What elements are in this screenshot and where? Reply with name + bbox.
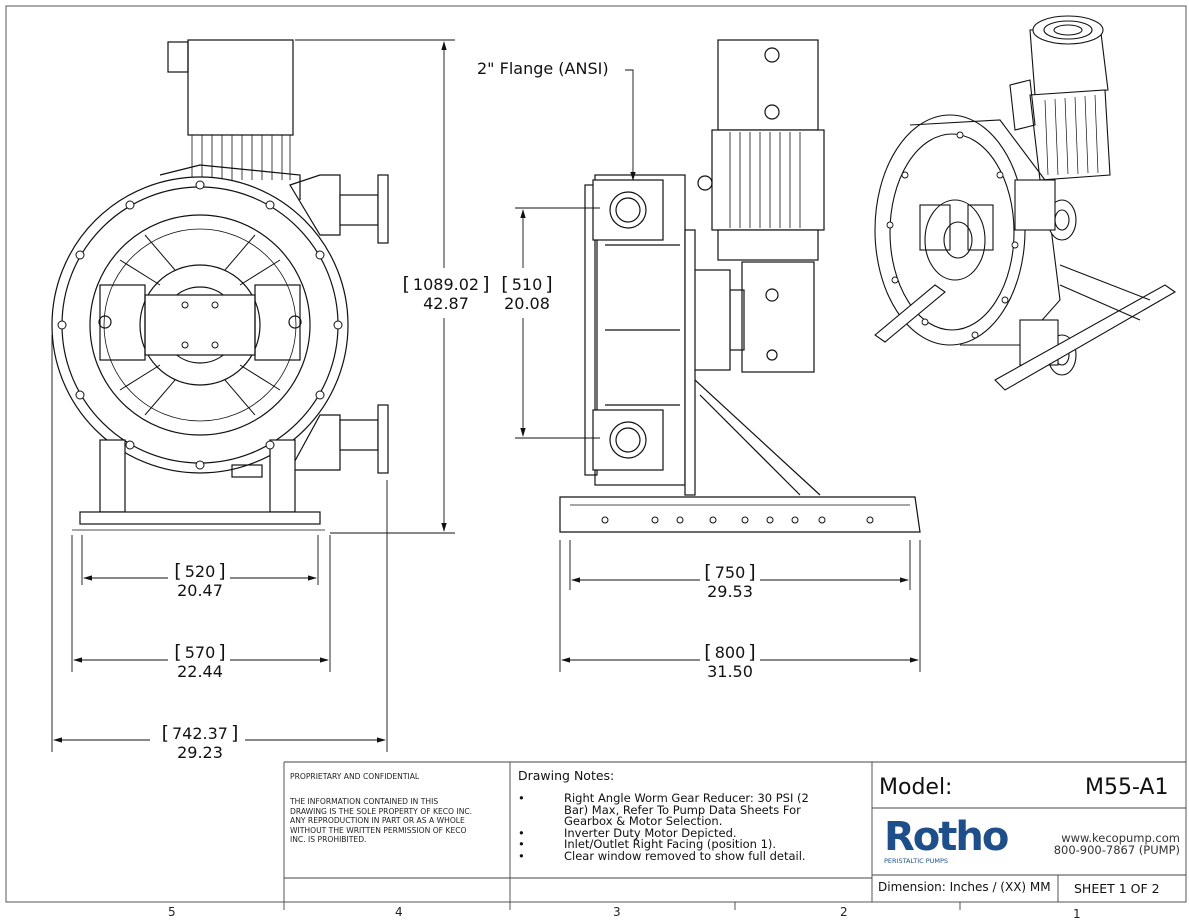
dim-base-outer-front-in: 22.44 — [177, 662, 223, 681]
iso-base-left — [874, 284, 946, 343]
side-inlet-flange — [592, 409, 664, 471]
notes-list: •Right Angle Worm Gear Reducer: 30 PSI (… — [518, 791, 858, 863]
model-label: Model: — [879, 775, 953, 800]
phone: 800-900-7867 (PUMP) — [1053, 843, 1180, 857]
side-dimensions — [515, 69, 921, 672]
dim-flange-spacing-in: 20.08 — [504, 294, 550, 313]
model-value: M55-A1 — [1085, 775, 1169, 800]
front-bolts — [57, 180, 343, 470]
side-motor — [717, 39, 819, 131]
front-motor-box — [167, 41, 189, 73]
dim-overall-width-in: 29.23 — [177, 743, 223, 762]
logo-wordmark: Rotho — [884, 814, 1009, 860]
proprietary-body: THE INFORMATION CONTAINED IN THIS DRAWIN… — [290, 797, 473, 844]
dim-base-outer-front-mm: 570 — [160, 643, 240, 662]
iso-base-right — [994, 284, 1177, 391]
zone-label: 3 — [613, 905, 621, 919]
side-outlet-flange — [592, 179, 664, 241]
side-brace — [694, 379, 821, 496]
dimension-units: Dimension: Inches / (XX) MM — [878, 880, 1051, 894]
logo-tagline: PERISTALTIC PUMPS — [884, 857, 949, 865]
side-base — [559, 496, 921, 533]
sheet-number: SHEET 1 OF 2 — [1074, 881, 1160, 896]
side-motor-fins — [729, 132, 801, 228]
dim-overall-width: 742.37 29.23 — [145, 724, 255, 762]
front-hub-ring — [139, 264, 261, 386]
dim-base-inner-side-mm: 750 — [690, 563, 770, 582]
side-gearbox — [741, 261, 815, 373]
front-inlet-flange — [377, 404, 389, 474]
side-motor-body — [711, 129, 825, 231]
dim-base-outer-side-mm: 800 — [690, 643, 770, 662]
front-outlet-flange — [377, 174, 389, 244]
website: www.kecopump.com — [1061, 831, 1180, 845]
front-rotor-outer — [89, 214, 311, 436]
isometric-view — [874, 15, 1177, 391]
front-view — [51, 39, 389, 531]
front-motor-fins — [191, 135, 291, 180]
front-dimensions — [51, 39, 455, 752]
dim-base-outer-side-in: 31.50 — [707, 662, 753, 681]
zone-label: 2 — [840, 905, 848, 919]
side-view — [559, 39, 921, 533]
dim-flange-spacing: 510 20.08 — [492, 275, 562, 313]
flange-callout: 2" Flange (ANSI) — [477, 59, 609, 78]
note-item: •Inlet/Outlet Right Facing (position 1). — [518, 837, 777, 851]
zone-label: 1 — [1073, 907, 1081, 921]
dim-height-mm: 1089.02 — [396, 275, 496, 294]
title-block-grid — [283, 761, 1186, 910]
front-shoe-block — [144, 294, 256, 356]
dim-base-outer-front: 570 22.44 — [160, 643, 240, 681]
side-stand — [684, 229, 696, 496]
front-base — [79, 511, 321, 525]
dim-flange-spacing-mm: 510 — [492, 275, 562, 294]
dim-height-in: 42.87 — [423, 294, 469, 313]
dim-base-inner-side: 750 29.53 — [690, 563, 770, 601]
front-leg-left — [99, 439, 126, 513]
note-item: •Right Angle Worm Gear Reducer: 30 PSI (… — [518, 791, 809, 828]
front-shoe-right — [254, 284, 301, 361]
zone-label: 4 — [395, 905, 403, 919]
contact-block: www.kecopump.com 800-900-7867 (PUMP) — [1030, 832, 1180, 856]
rotho-logo: Rotho PERISTALTIC PUMPS — [884, 815, 1024, 871]
note-item: •Inverter Duty Motor Depicted. — [518, 825, 737, 840]
sheet-border — [5, 5, 1187, 903]
dim-base-outer-side: 800 31.50 — [690, 643, 770, 681]
note-item: •Clear window removed to show full detai… — [518, 848, 806, 863]
front-rotor-spokes — [119, 234, 281, 416]
front-leg-right — [269, 439, 296, 513]
zone-label: 5 — [168, 905, 176, 919]
notes-heading: Drawing Notes: — [518, 768, 615, 783]
dim-base-inner-front-in: 20.47 — [177, 581, 223, 600]
proprietary-heading: PROPRIETARY AND CONFIDENTIAL — [290, 772, 420, 781]
dim-height: 1089.02 42.87 — [396, 275, 496, 313]
dim-base-inner-front: 520 20.47 — [160, 562, 240, 600]
dim-overall-width-mm: 742.37 — [145, 724, 255, 743]
front-motor — [187, 39, 294, 136]
dim-base-inner-side-in: 29.53 — [707, 582, 753, 601]
dim-base-inner-front-mm: 520 — [160, 562, 240, 581]
front-shoe-left — [99, 284, 146, 361]
